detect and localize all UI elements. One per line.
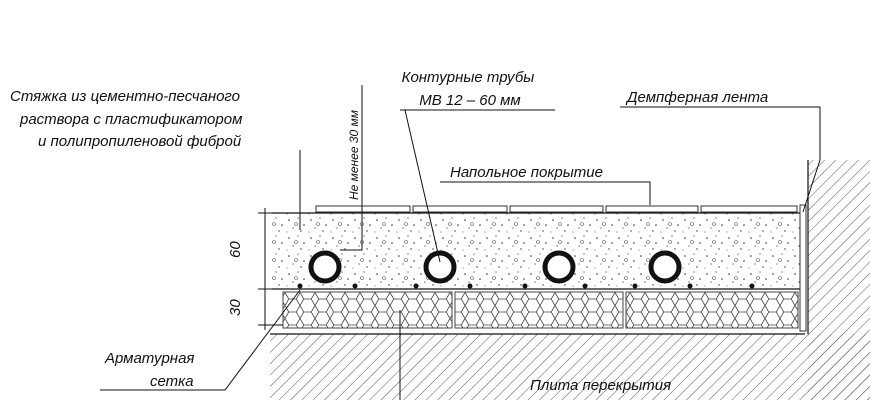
floor-covering [315,205,798,213]
label-floor-covering: Напольное покрытие [450,164,603,181]
dimension-line [258,208,283,330]
label-screed-3: и полипропиленовой фиброй [38,133,242,150]
label-pipes-1: Контурные трубы [402,69,535,86]
pipe [648,250,682,284]
label-pipes-2: МВ 12 – 60 мм [419,92,520,109]
leader-lines [100,85,821,400]
heating-pipes [308,250,682,284]
label-screed-2: раствора с пластификатором [19,111,242,128]
label-screed-1: Стяжка из цементно-песчаного [10,88,240,105]
label-rebar-1: Арматурная [104,350,194,367]
dimension-screed: 60 [227,241,244,258]
pipe [423,250,457,284]
label-rebar-2: сетка [150,373,194,390]
screed-layer [272,212,800,290]
label-min-thickness: Не менее 30 мм [347,110,361,200]
label-damper-tape: Демпферная лента [625,89,768,106]
floor-slab [270,333,870,400]
insulation-layer [282,291,799,329]
label-slab: Плита перекрытия [530,377,671,394]
wall [807,160,870,400]
damper-tape [799,204,807,332]
pipe [308,250,342,284]
rebar-mesh [297,283,755,289]
dimension-insulation: 30 [227,299,244,316]
pipe [542,250,576,284]
